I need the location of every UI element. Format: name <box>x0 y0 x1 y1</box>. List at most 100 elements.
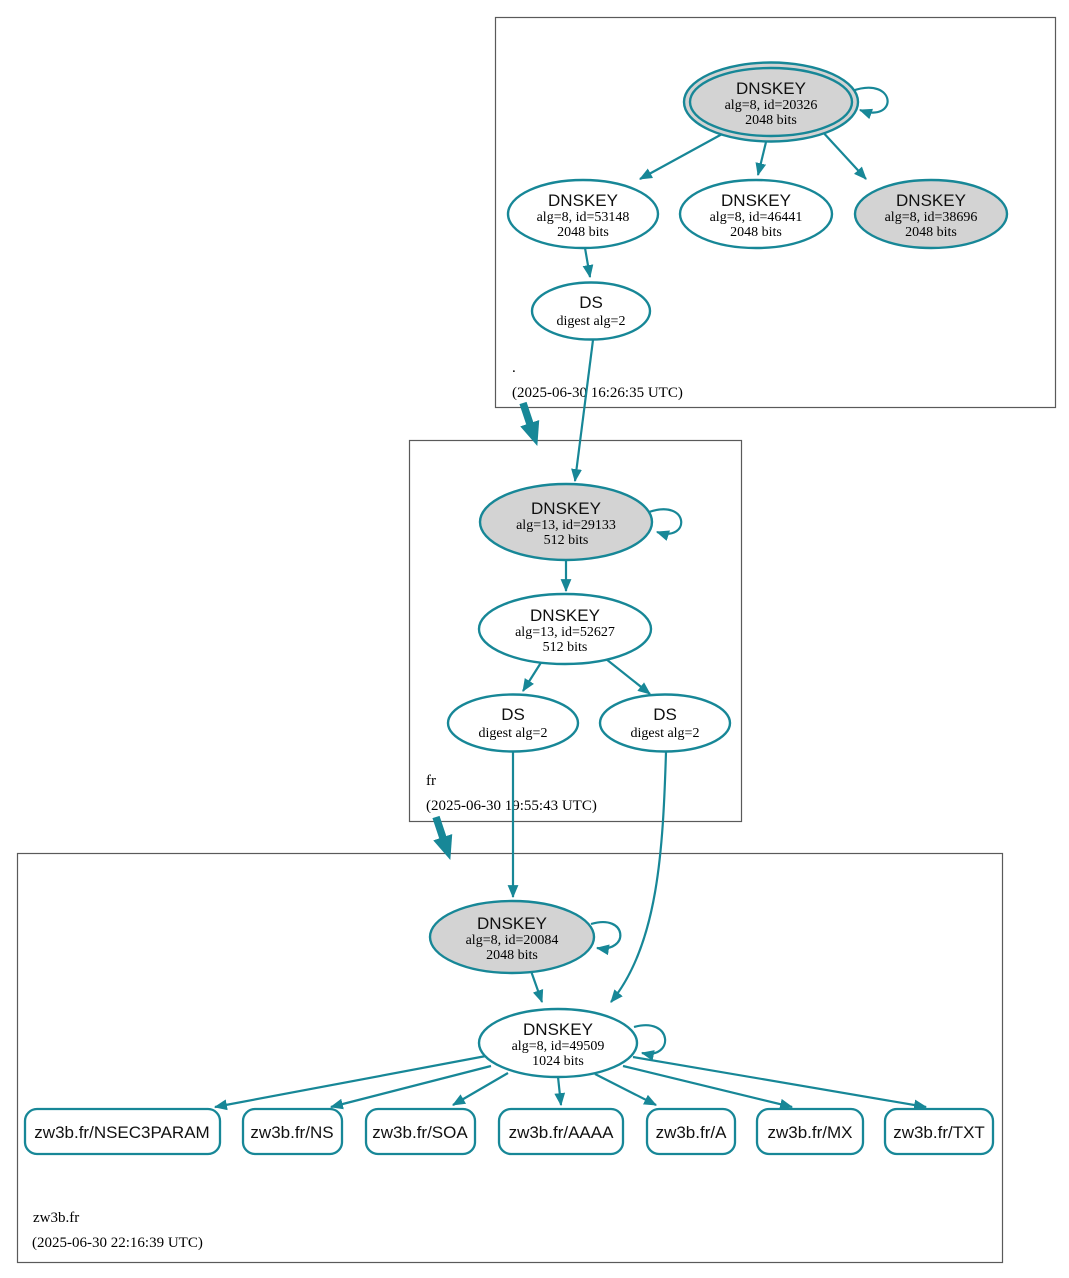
ds-fr-left-ellipse <box>446 693 580 753</box>
rrset-txt[interactable]: zw3b.fr/TXT <box>883 1107 995 1156</box>
node-ds-root[interactable]: DS digest alg=2 <box>530 281 652 341</box>
node-dnskey-20326-ksk[interactable]: DNSKEY alg=8, id=20326 2048 bits <box>682 61 860 143</box>
ds-root-ellipse <box>530 281 652 341</box>
node-dnskey-52627[interactable]: DNSKEY alg=13, id=52627 512 bits <box>477 592 653 666</box>
dnskey-49509-ellipse <box>477 1007 639 1079</box>
dnskey-20326-outer-ellipse <box>682 61 860 143</box>
edge-dnskey-49509-to-a <box>594 1073 657 1106</box>
rrset-txt-label: zw3b.fr/TXT <box>893 1123 985 1142</box>
rrset-aaaa-box <box>497 1107 625 1156</box>
dnskey-46441-title: DNSKEY <box>721 191 791 210</box>
dnskey-29133-alg-id: alg=13, id=29133 <box>516 518 616 533</box>
zone-fr-label: fr <box>426 773 436 789</box>
edge-dnskey-20326-to-53148 <box>639 132 725 180</box>
dnskey-38696-ellipse <box>853 178 1009 250</box>
dnskey-46441-bits: 2048 bits <box>730 225 782 240</box>
edge-self-sign-dnskey-20084 <box>590 921 622 956</box>
edge-self-sign-dnskey-20326 <box>851 86 889 120</box>
ds-fr-left-title: DS <box>501 705 525 724</box>
edge-dnskey-49509-to-ns <box>329 1064 492 1110</box>
edge-ds-root-to-dnskey-29133 <box>571 339 595 483</box>
node-dnskey-49509[interactable]: DNSKEY alg=8, id=49509 1024 bits <box>477 1007 639 1079</box>
rrset-ns-box <box>241 1107 344 1156</box>
dnskey-20326-title: DNSKEY <box>736 79 806 98</box>
ds-fr-right-title: DS <box>653 705 677 724</box>
rrset-ns-label: zw3b.fr/NS <box>250 1123 333 1142</box>
edge-self-sign-dnskey-29133 <box>648 508 683 541</box>
rrset-mx[interactable]: zw3b.fr/MX <box>755 1107 865 1156</box>
dnskey-38696-bits: 2048 bits <box>905 225 957 240</box>
rrset-soa[interactable]: zw3b.fr/SOA <box>364 1107 477 1156</box>
edge-dnskey-49509-to-txt <box>632 1055 928 1111</box>
rrset-a-box <box>645 1107 737 1156</box>
dnskey-20326-inner-ellipse <box>688 66 854 138</box>
ds-fr-right-ellipse <box>598 693 732 753</box>
edge-ds-fr-right-to-dnskey-49509 <box>610 751 668 1003</box>
dnskey-20084-bits: 2048 bits <box>486 948 538 963</box>
edge-dnskey-49509-to-aaaa <box>554 1076 566 1107</box>
node-dnskey-29133-ksk[interactable]: DNSKEY alg=13, id=29133 512 bits <box>478 482 654 562</box>
rrset-soa-label: zw3b.fr/SOA <box>372 1123 468 1142</box>
zone-root-label: . <box>512 360 516 376</box>
rrset-ns[interactable]: zw3b.fr/NS <box>241 1107 344 1156</box>
dnskey-38696-title: DNSKEY <box>896 191 966 210</box>
dnskey-49509-bits: 1024 bits <box>532 1054 584 1069</box>
zone-fr-timestamp: (2025-06-30 19:55:43 UTC) <box>426 798 597 814</box>
dnskey-52627-title: DNSKEY <box>530 606 600 625</box>
zone-root-timestamp: (2025-06-30 16:26:35 UTC) <box>512 385 683 401</box>
zone-fr-box <box>408 439 743 823</box>
dnskey-20326-alg-id: alg=8, id=20326 <box>725 98 818 113</box>
dnskey-29133-title: DNSKEY <box>531 499 601 518</box>
node-ds-fr-right[interactable]: DS digest alg=2 <box>598 693 732 753</box>
rrset-soa-box <box>364 1107 477 1156</box>
dnskey-46441-alg-id: alg=8, id=46441 <box>710 210 803 225</box>
zone-root-box <box>494 16 1057 409</box>
edge-dnskey-52627-to-ds-right <box>605 658 651 695</box>
edge-dnskey-20326-to-38696 <box>819 128 867 180</box>
dnskey-38696-alg-id: alg=8, id=38696 <box>885 210 978 225</box>
rrset-a[interactable]: zw3b.fr/A <box>645 1107 737 1156</box>
dnskey-20326-bits: 2048 bits <box>745 113 797 128</box>
dnskey-52627-bits: 512 bits <box>543 640 588 655</box>
ds-fr-left-digest: digest alg=2 <box>479 726 548 741</box>
dnskey-53148-alg-id: alg=8, id=53148 <box>537 210 630 225</box>
zone-zw3b-label: zw3b.fr <box>33 1210 79 1226</box>
dnskey-52627-ellipse <box>477 592 653 666</box>
rrset-nsec3param-label: zw3b.fr/NSEC3PARAM <box>34 1123 209 1142</box>
dnskey-20084-alg-id: alg=8, id=20084 <box>466 933 559 948</box>
delegation-arrow-root-to-fr <box>519 401 540 446</box>
zone-zw3b-box <box>16 852 1004 1264</box>
ds-root-digest: digest alg=2 <box>557 314 626 329</box>
dnskey-29133-ellipse <box>478 482 654 562</box>
ds-root-title: DS <box>579 293 603 312</box>
edge-dnskey-49509-to-soa <box>452 1072 509 1106</box>
edge-dnskey-20084-to-49509 <box>529 970 544 1004</box>
node-dnskey-46441[interactable]: DNSKEY alg=8, id=46441 2048 bits <box>678 178 834 250</box>
ds-fr-right-digest: digest alg=2 <box>631 726 700 741</box>
dnskey-53148-ellipse <box>506 178 660 250</box>
dnskey-53148-bits: 2048 bits <box>557 225 609 240</box>
rrset-aaaa[interactable]: zw3b.fr/AAAA <box>497 1107 625 1156</box>
dnskey-46441-ellipse <box>678 178 834 250</box>
rrset-a-label: zw3b.fr/A <box>656 1123 728 1142</box>
dnskey-53148-title: DNSKEY <box>548 191 618 210</box>
dnskey-20084-ellipse <box>428 899 596 975</box>
dnskey-20084-title: DNSKEY <box>477 914 547 933</box>
dnskey-52627-alg-id: alg=13, id=52627 <box>515 625 615 640</box>
delegation-arrow-fr-to-zw3b <box>432 815 453 860</box>
node-ds-fr-left[interactable]: DS digest alg=2 <box>446 693 580 753</box>
node-dnskey-20084-ksk[interactable]: DNSKEY alg=8, id=20084 2048 bits <box>428 899 596 975</box>
rrset-mx-box <box>755 1107 865 1156</box>
node-dnskey-38696-ksk[interactable]: DNSKEY alg=8, id=38696 2048 bits <box>853 178 1009 250</box>
edge-dnskey-52627-to-ds-left <box>522 660 543 692</box>
edge-dnskey-49509-to-nsec3param <box>213 1054 487 1111</box>
rrset-nsec3param[interactable]: zw3b.fr/NSEC3PARAM <box>23 1107 222 1156</box>
zone-zw3b-timestamp: (2025-06-30 22:16:39 UTC) <box>32 1235 203 1251</box>
dnskey-49509-alg-id: alg=8, id=49509 <box>512 1039 605 1054</box>
node-dnskey-53148[interactable]: DNSKEY alg=8, id=53148 2048 bits <box>506 178 660 250</box>
edge-dnskey-53148-to-ds <box>582 247 594 279</box>
edge-dnskey-20326-to-46441 <box>755 141 768 177</box>
edge-dnskey-49509-to-mx <box>622 1064 794 1110</box>
edge-self-sign-dnskey-49509 <box>633 1024 667 1061</box>
